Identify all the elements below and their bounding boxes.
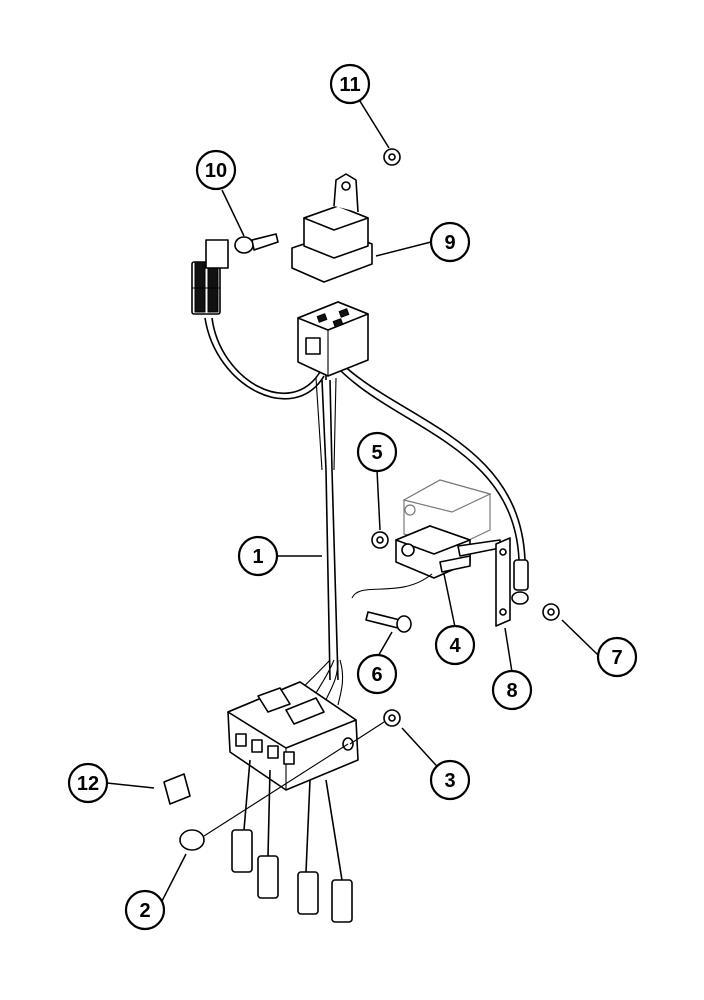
nut-7 [542, 603, 560, 621]
callout-2: 2 [124, 889, 166, 931]
bus-link [495, 537, 511, 627]
bolt-2 [179, 743, 349, 851]
callout-circle [596, 636, 638, 678]
callout-8: 8 [491, 669, 533, 711]
callout-circle [356, 431, 398, 473]
leader-lines [106, 97, 599, 906]
relay [291, 173, 373, 283]
callout-circle [195, 149, 237, 191]
screw-6 [365, 611, 412, 633]
callout-circle [356, 653, 398, 695]
callout-label: 9 [444, 232, 455, 254]
callout-circle [329, 63, 371, 105]
nut-11 [383, 148, 401, 166]
fuse-block [227, 681, 359, 791]
fuse-leads [231, 759, 353, 923]
callout-label: 2 [139, 900, 150, 922]
nut-3 [349, 709, 401, 745]
callout-label: 4 [449, 635, 461, 657]
callout-circle [434, 624, 476, 666]
callout-9: 9 [429, 221, 471, 263]
nut-5 [371, 531, 389, 549]
ring-terminal [511, 559, 529, 605]
callout-label: 1 [252, 546, 263, 568]
callout-10: 10 [195, 149, 237, 191]
callout-label: 5 [371, 442, 382, 464]
callout-circle [429, 221, 471, 263]
callout-circle [237, 535, 279, 577]
screw-10 [234, 233, 279, 254]
callout-label: 10 [205, 160, 227, 182]
circuit-breaker [351, 525, 501, 599]
callout-5: 5 [356, 431, 398, 473]
callout-circle [124, 889, 166, 931]
wiring-harness [204, 317, 526, 706]
callout-label: 7 [611, 647, 622, 669]
callout-label: 8 [506, 680, 517, 702]
fuse [163, 773, 191, 805]
callout-1: 1 [237, 535, 279, 577]
callout-7: 7 [596, 636, 638, 678]
relay-socket [297, 301, 369, 377]
callout-12: 12 [67, 762, 109, 804]
callout-circle [429, 759, 471, 801]
callout-label: 6 [371, 664, 382, 686]
inline-connector [191, 239, 229, 315]
callout-label: 11 [339, 74, 360, 96]
callout-label: 12 [77, 773, 99, 795]
callout-11: 11 [329, 63, 371, 105]
callout-6: 6 [356, 653, 398, 695]
callout-label: 3 [444, 770, 455, 792]
callout-circle [491, 669, 533, 711]
callout-4: 4 [434, 624, 476, 666]
callout-3: 3 [429, 759, 471, 801]
callout-circle [67, 762, 109, 804]
